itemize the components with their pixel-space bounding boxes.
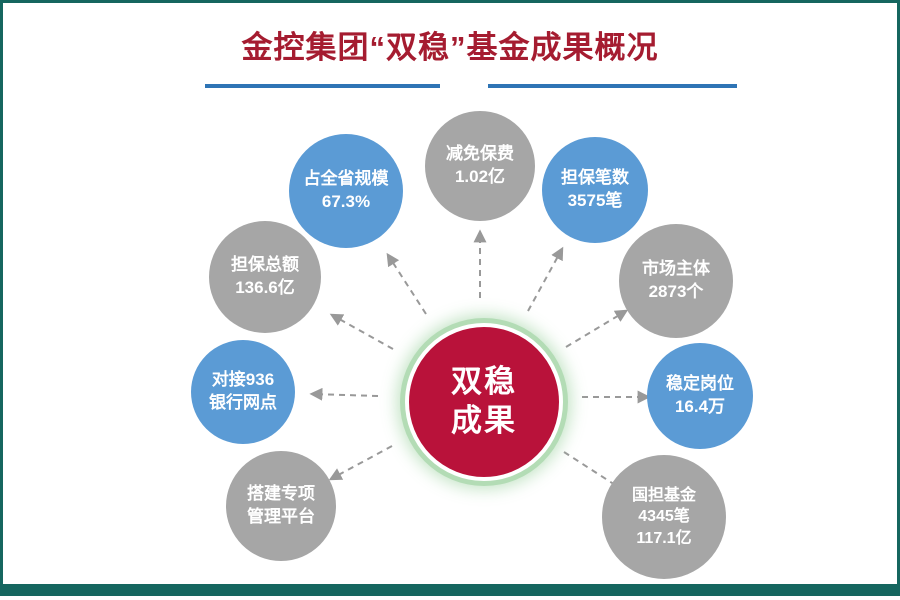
bubble-label-line: 对接936 bbox=[211, 370, 275, 390]
bubble-value-line: 银行网点 bbox=[209, 393, 277, 412]
bubble-label-line: 稳定岗位 bbox=[666, 374, 734, 394]
bubble-stable-jobs: 稳定岗位 16.4万 bbox=[647, 343, 753, 449]
arrow-to-management-platform bbox=[328, 445, 393, 481]
bubble-national-guarantee-fund: 国担基金 4345笔 117.1亿 bbox=[602, 455, 726, 579]
arrow-to-market-entities bbox=[565, 309, 629, 348]
bubble-value-line: 67.3% bbox=[321, 192, 371, 211]
bubble-value-line: 1.02亿 bbox=[454, 167, 506, 186]
bubble-label-line: 担保总额 bbox=[231, 255, 299, 275]
title-underline-left bbox=[205, 84, 440, 88]
arrow-to-provincial-scale bbox=[386, 252, 427, 315]
bubble-value-line: 117.1亿 bbox=[636, 529, 692, 547]
bubble-management-platform: 搭建专项 管理平台 bbox=[226, 451, 336, 561]
bubble-guarantee-count: 担保笔数 3575笔 bbox=[542, 137, 648, 243]
bubble-label-line: 国担基金 bbox=[631, 486, 696, 504]
bubble-label-line: 市场主体 bbox=[642, 259, 710, 279]
bubble-value-line: 管理平台 bbox=[247, 507, 315, 526]
bubble-value-line: 2873个 bbox=[648, 282, 704, 301]
bubble-label-line: 减免保费 bbox=[446, 144, 514, 164]
bubble-label-line: 占全省规模 bbox=[303, 169, 389, 189]
bubble-value-line: 16.4万 bbox=[674, 397, 726, 416]
bubble-label-line: 担保笔数 bbox=[561, 168, 629, 188]
center-bubble-shuangwen-results: 双稳 成果 bbox=[405, 323, 563, 481]
center-bubble-line: 双稳 bbox=[451, 364, 517, 400]
bubble-market-entities: 市场主体 2873个 bbox=[619, 224, 733, 338]
title-underline-right bbox=[488, 84, 737, 88]
center-bubble-line: 成果 bbox=[451, 403, 517, 438]
bubble-value-line: 136.6亿 bbox=[235, 278, 295, 297]
arrow-to-guarantee-total bbox=[329, 313, 394, 350]
bubble-value-line: 3575笔 bbox=[567, 191, 623, 210]
bubble-value-line: 4345笔 bbox=[638, 508, 690, 526]
arrow-to-guarantee-count bbox=[527, 246, 564, 312]
bubble-bank-outlets: 对接936 银行网点 bbox=[191, 340, 295, 444]
arrow-to-bank-outlets bbox=[309, 387, 379, 401]
bubble-provincial-scale: 占全省规模 67.3% bbox=[289, 134, 403, 248]
page-title: 金控集团“双稳”基金成果概况 bbox=[241, 30, 659, 65]
bubble-label-line: 搭建专项 bbox=[247, 484, 315, 504]
bubble-guarantee-total: 担保总额 136.6亿 bbox=[209, 221, 321, 333]
bubble-premium-reduction: 减免保费 1.02亿 bbox=[425, 111, 535, 221]
